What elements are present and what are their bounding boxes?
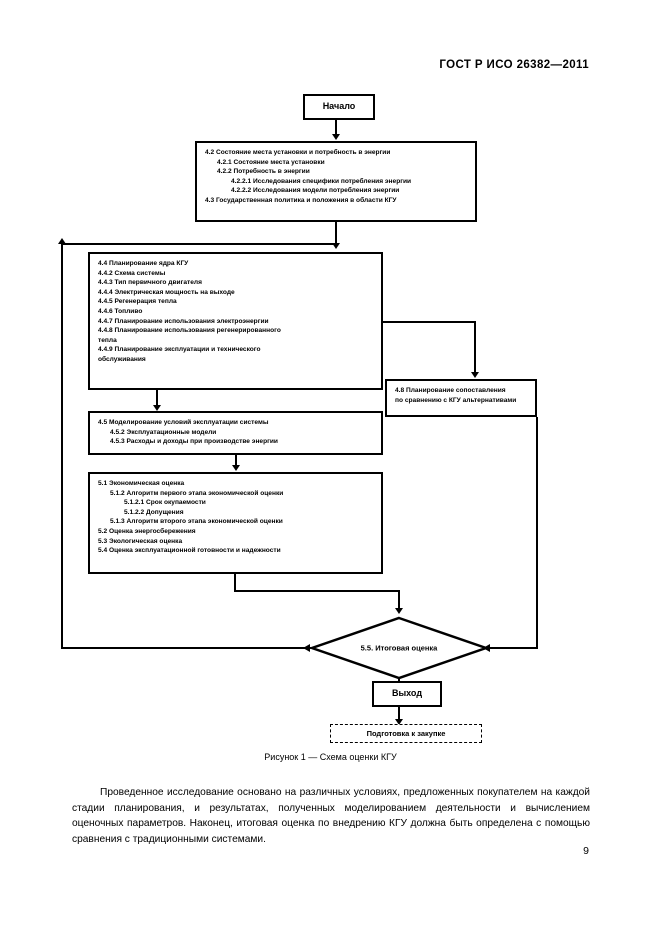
- flow-line: 4.2 Состояние места установки и потребно…: [205, 149, 391, 156]
- feedback-rail-bottom: [61, 647, 311, 649]
- feedback-rail-arrowhead: [58, 238, 66, 244]
- flow-line: 4.4.8 Планирование использования регенер…: [98, 327, 281, 335]
- arrowhead-end-to-purchase: [395, 719, 403, 725]
- flow-line: 5.1.2 Алгоритм первого этапа экономическ…: [110, 489, 284, 497]
- figure-caption: Рисунок 1 — Схема оценки КГУ: [264, 752, 397, 762]
- flow-line: 4.4 Планирование ядра КГУ: [98, 260, 189, 267]
- flow-line: тепла: [98, 336, 117, 344]
- flow-line: 4.4.6 Топливо: [98, 307, 143, 315]
- connector-to-decision-top: [398, 590, 400, 611]
- flow-line: 4.2.2.1 Исследования специфики потреблен…: [231, 177, 412, 185]
- feedback-rail-top: [61, 243, 335, 245]
- connector-44-to-48-vertical: [474, 321, 476, 374]
- flow-node-end-label: Выход: [391, 688, 423, 699]
- flow-line: 5.1.2.2 Допущения: [124, 508, 184, 516]
- arrowhead-start-to-42: [332, 134, 340, 140]
- flow-node-section-42: 4.2 Состояние места установки и потребно…: [195, 141, 477, 222]
- arrowhead-to-decision: [395, 608, 403, 614]
- flow-line: 4.2.2.2 Исследования модели потребления …: [231, 187, 400, 195]
- flow-line: 4.4.5 Регенерация тепла: [98, 298, 177, 306]
- arrowhead-45-to-51: [232, 465, 240, 471]
- arrowhead-44-to-45: [153, 405, 161, 411]
- standard-header: ГОСТ Р ИСО 26382—2011: [439, 59, 589, 71]
- flow-node-start-label: Начало: [322, 101, 356, 112]
- flow-line: 5.1 Экономическая оценка: [98, 480, 185, 487]
- feedback-rail-entry-arrow: [303, 644, 310, 652]
- flow-line: 4.5.3 Расходы и доходы при производстве …: [110, 438, 278, 446]
- connector-48-to-decision-vertical: [536, 417, 538, 648]
- flow-line: 4.3 Государственная политика и положения…: [205, 196, 397, 204]
- connector-end-to-purchase: [398, 707, 400, 721]
- arrowhead-44-to-48: [471, 372, 479, 378]
- flow-line: 5.1.2.1 Срок окупаемости: [124, 499, 206, 507]
- flow-node-purchase-label: Подготовка к закупке: [366, 728, 446, 738]
- flow-line: 4.5.2 Эксплуатационные модели: [110, 428, 217, 436]
- connector-44-to-45: [156, 390, 158, 407]
- flow-node-purchase-preparation: Подготовка к закупке: [330, 724, 482, 743]
- flow-node-section-42-lines: 4.2 Состояние места установки и потребно…: [205, 148, 467, 206]
- flow-node-section-45: 4.5 Моделирование условий эксплуатации с…: [88, 411, 383, 455]
- flow-line: обслуживания: [98, 355, 146, 363]
- flow-line: 5.3 Экологическая оценка: [98, 537, 183, 545]
- flow-line: 4.4.7 Планирование использования электро…: [98, 317, 269, 325]
- flow-line: 4.5 Моделирование условий эксплуатации с…: [98, 419, 269, 426]
- flow-line: 4.4.4 Электрическая мощность на выходе: [98, 288, 235, 296]
- arrowhead-42-to-44: [332, 243, 340, 249]
- connector-45-to-51: [235, 455, 237, 468]
- flow-node-section-45-lines: 4.5 Моделирование условий эксплуатации с…: [98, 418, 373, 447]
- flow-line: 4.4.2 Схема системы: [98, 269, 166, 277]
- connector-44-branch: [383, 321, 476, 323]
- connector-48-to-decision-horizontal: [488, 647, 538, 649]
- flow-node-section-44: 4.4 Планирование ядра КГУ 4.4.2 Схема си…: [88, 252, 383, 390]
- flow-line: 4.2.1 Состояние места установки: [217, 158, 325, 166]
- flow-line: 4.4.3 Тип первичного двигателя: [98, 279, 202, 287]
- flow-node-decision: 5.5. Итоговая оценка: [310, 616, 488, 680]
- body-paragraph: Проведенное исследование основано на раз…: [72, 787, 590, 845]
- connector-51-down: [234, 574, 236, 592]
- flow-node-decision-label: 5.5. Итоговая оценка: [360, 643, 438, 653]
- flow-line: 4.2.2 Потребность в энергии: [217, 168, 310, 176]
- flow-line: по сравнению с КГУ альтернативами: [395, 396, 517, 404]
- connector-start-to-42: [335, 120, 337, 135]
- flow-node-start: Начало: [303, 94, 375, 120]
- flow-node-end: Выход: [372, 681, 442, 707]
- flow-line: 5.1.3 Алгоритм второго этапа экономическ…: [110, 518, 283, 526]
- connector-42-to-44: [335, 222, 337, 245]
- flow-node-section-48: 4.8 Планирование сопоставления по сравне…: [385, 379, 537, 417]
- feedback-rail-vertical: [61, 243, 63, 649]
- flow-node-section-48-lines: 4.8 Планирование сопоставления по сравне…: [395, 386, 527, 405]
- connector-51-across: [234, 590, 400, 592]
- flow-line: 5.2 Оценка энергосбережения: [98, 527, 196, 535]
- flow-line: 4.8 Планирование сопоставления: [395, 387, 506, 394]
- flow-line: 5.4 Оценка эксплуатационной готовности и…: [98, 547, 281, 555]
- flow-line: 4.4.9 Планирование эксплуатации и технич…: [98, 346, 261, 354]
- flow-node-section-51: 5.1 Экономическая оценка 5.1.2 Алгоритм …: [88, 472, 383, 574]
- flow-node-section-51-lines: 5.1 Экономическая оценка 5.1.2 Алгоритм …: [98, 479, 373, 556]
- flow-node-section-44-lines: 4.4 Планирование ядра КГУ 4.4.2 Схема си…: [98, 259, 373, 365]
- page-number: 9: [583, 845, 589, 857]
